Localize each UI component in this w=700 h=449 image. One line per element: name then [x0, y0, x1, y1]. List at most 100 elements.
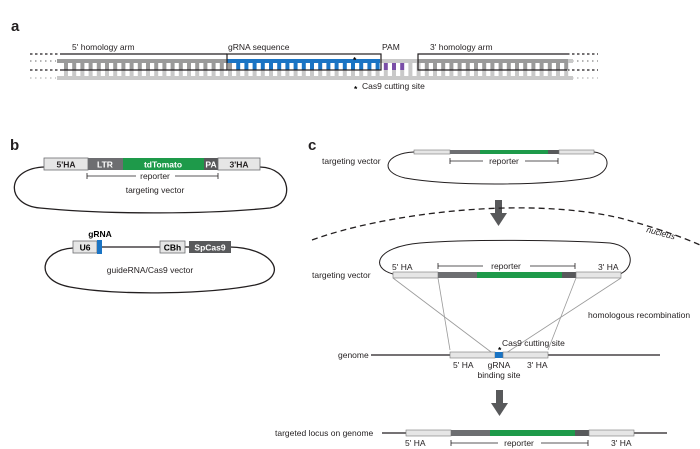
base-top [301, 63, 306, 70]
genome-3ha [502, 351, 549, 359]
base-top [490, 63, 495, 70]
base-bottom [129, 70, 134, 76]
base-bottom [154, 70, 159, 76]
c-top-vector: targeting vector reporter [322, 149, 608, 185]
base-bottom [433, 70, 437, 76]
segment-pa [204, 158, 218, 170]
base-top [383, 63, 388, 70]
pam-label: PAM [382, 42, 400, 52]
base-bottom [146, 70, 150, 76]
c-mid-5ha [392, 271, 439, 279]
base-top [465, 63, 470, 70]
base-top [334, 63, 339, 70]
base-bottom [211, 70, 216, 76]
genome-binding-site-label: binding site [477, 370, 520, 380]
panel-c-label: c [308, 137, 316, 154]
base-top [80, 63, 85, 70]
base-top [211, 63, 216, 70]
base-bottom [301, 70, 306, 76]
base-top [506, 63, 511, 70]
base-bottom [72, 70, 77, 76]
base-top [146, 63, 150, 70]
c-top-3ha [558, 149, 595, 155]
c-top-vector-label: targeting vector [322, 156, 381, 166]
c-top-backbone [387, 151, 608, 185]
base-bottom [539, 70, 544, 76]
c-mid-ltr [438, 272, 477, 278]
base-bottom [187, 70, 191, 76]
base-top [64, 63, 68, 70]
nucleus-membrane [311, 207, 700, 246]
plasmid-backbone [13, 166, 288, 214]
c-mid-3ha [575, 271, 622, 279]
segment-3ha [217, 157, 261, 171]
base-bottom [310, 70, 314, 76]
base-top [121, 63, 126, 70]
label-grna: gRNA [88, 229, 112, 239]
base-bottom [547, 70, 552, 76]
label-tdtomato: tdTomato [144, 160, 182, 170]
base-bottom [424, 70, 429, 76]
base-top [531, 63, 536, 70]
plasmid-backbone-2 [44, 246, 275, 294]
c-top-ltr [450, 150, 480, 154]
genome-grna-label: gRNA [488, 360, 511, 370]
five-homology-arm-label: 5' homology arm [72, 42, 135, 52]
base-top [277, 63, 282, 70]
label-pa: PA [205, 160, 216, 170]
base-top [260, 63, 265, 70]
genome-5ha-label: 5' HA [453, 360, 474, 370]
base-top [564, 63, 569, 70]
base-bottom [515, 70, 519, 76]
base-top [228, 63, 232, 70]
base-bottom [326, 70, 331, 76]
base-bottom [121, 70, 126, 76]
genome-cut-label: Cas9 cutting site [502, 338, 565, 348]
three-arm-box [417, 53, 567, 71]
genome-5ha [449, 351, 496, 359]
base-bottom [564, 70, 569, 76]
targeting-vector-plasmid: 5'HA LTR tdTomato PA 3'HA reporter targe… [13, 157, 288, 214]
locus-3ha [588, 429, 635, 437]
c-top-reporter-label: reporter [489, 156, 519, 166]
base-top [326, 63, 331, 70]
base-bottom [375, 70, 380, 76]
base-bottom [244, 70, 249, 76]
base-bottom [137, 70, 142, 76]
base-top [170, 63, 175, 70]
panel-a-label: a [11, 18, 20, 35]
base-bottom [80, 70, 85, 76]
segment-ltr [88, 158, 123, 170]
locus-5ha-label: 5' HA [405, 438, 426, 448]
base-top [359, 63, 364, 70]
base-bottom [96, 70, 101, 76]
base-top [318, 63, 323, 70]
base-top [482, 63, 487, 70]
base-top [72, 63, 77, 70]
targeted-locus-label: targeted locus on genome [275, 428, 374, 438]
base-top [129, 63, 134, 70]
base-bottom [64, 70, 68, 76]
cas9-cutting-site-label: Cas9 cutting site [362, 81, 425, 91]
base-top [244, 63, 249, 70]
base-bottom [293, 70, 298, 76]
lower-strand [57, 76, 573, 80]
base-top [252, 63, 257, 70]
base-top [433, 63, 437, 70]
base-bottom [105, 70, 109, 76]
base-bottom [474, 70, 478, 76]
locus-pa [575, 430, 589, 436]
genome-grna [495, 352, 503, 358]
genome-label: genome [338, 350, 369, 360]
base-top [88, 63, 93, 70]
label-spcas9: SpCas9 [194, 243, 225, 253]
base-top [310, 63, 314, 70]
base-bottom [219, 70, 224, 76]
base-top [539, 63, 544, 70]
base-bottom [260, 70, 265, 76]
c-mid-reporter [477, 272, 562, 278]
base-pair-rungs [64, 63, 569, 76]
base-bottom [416, 70, 421, 76]
cut-star: * [354, 84, 358, 94]
